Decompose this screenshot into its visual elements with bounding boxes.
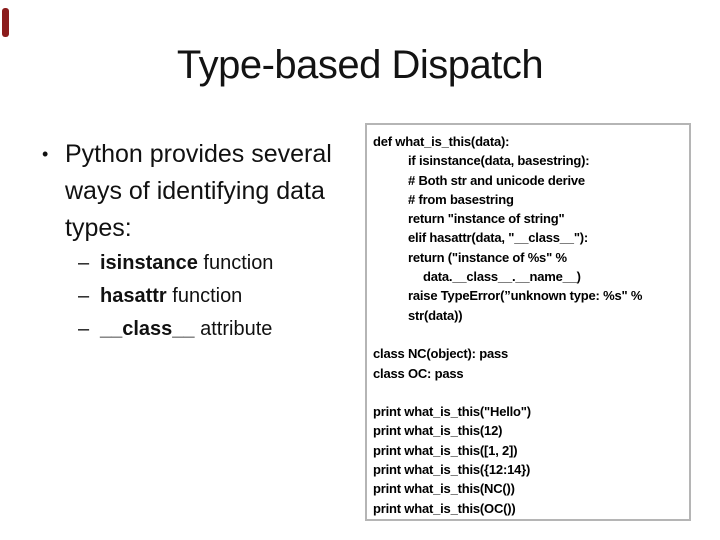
dash-icon: –	[78, 285, 90, 307]
sub-bullet-keyword: hasattr	[100, 285, 167, 307]
code-line: str(data))	[408, 307, 463, 323]
sub-bullet-text: hasattr function	[100, 280, 242, 313]
main-bullet-text: Python provides several ways of identify…	[65, 140, 332, 242]
sub-bullet-keyword: __class__	[100, 318, 195, 340]
code-line: # from basestring	[408, 191, 514, 207]
sub-bullet-text: isinstance function	[100, 247, 273, 280]
code-line: elif hasattr(data, "__class__"):	[408, 230, 589, 246]
dash-icon: –	[78, 318, 90, 340]
code-sample-box: def what_is_this(data):if isinstance(dat…	[365, 123, 691, 521]
sub-bullet-rest: function	[166, 285, 243, 307]
code-line: print what_is_this("Hello")	[373, 404, 531, 420]
sub-bullet-rest: attribute	[194, 318, 273, 340]
sub-bullet-text: __class__ attribute	[100, 313, 272, 346]
code-line: if isinstance(data, basestring):	[408, 153, 590, 169]
code-line: def what_is_this(data):	[373, 134, 510, 149]
code-line	[373, 325, 685, 344]
sub-bullet-item-hasattr: – hasattr function	[78, 280, 378, 313]
code-line: # Both str and unicode derive	[408, 172, 585, 188]
code-line: return ("instance of %s" %	[408, 249, 567, 265]
corner-accent-mark	[2, 8, 9, 37]
dash-icon: –	[78, 252, 90, 274]
code-line: return "instance of string"	[408, 211, 565, 227]
code-line: class OC: pass	[373, 365, 464, 381]
sub-bullet-rest: function	[197, 252, 274, 274]
code-line: class NC(object): pass	[373, 346, 509, 362]
sub-bullet-item-class-attr: – __class__ attribute	[78, 313, 378, 346]
main-bullet-item: • Python provides several ways of identi…	[42, 136, 354, 247]
code-line	[373, 383, 685, 402]
bullet-icon: •	[42, 144, 49, 164]
code-line: data.__class__.__name__)	[423, 269, 581, 285]
sub-bullet-list: – isinstance function – hasattr function…	[78, 247, 378, 346]
sub-bullet-keyword: isinstance	[100, 252, 198, 274]
slide-title: Type-based Dispatch	[176, 43, 544, 87]
code-line: print what_is_this(12)	[373, 423, 503, 439]
code-line: print what_is_this(OC())	[373, 500, 516, 516]
code-line: raise TypeError(”unknown type: %s" %	[408, 288, 643, 304]
code-line: print what_is_this(NC())	[373, 481, 515, 497]
sub-bullet-item-isinstance: – isinstance function	[78, 247, 378, 280]
code-line: print what_is_this([1, 2])	[373, 442, 518, 458]
code-line: print what_is_this({12:14})	[373, 462, 531, 478]
